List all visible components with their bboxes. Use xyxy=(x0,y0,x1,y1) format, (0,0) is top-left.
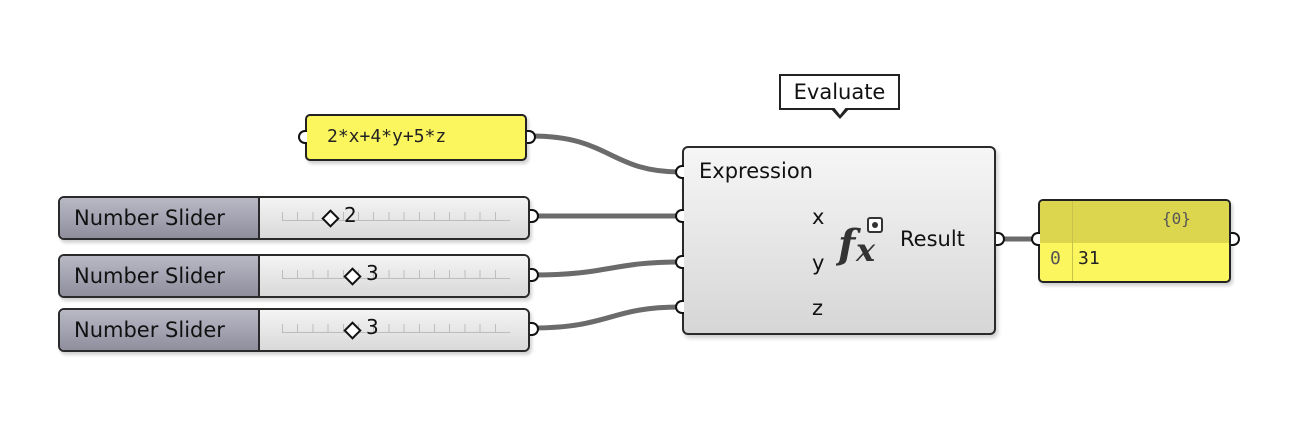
input-z-grip[interactable] xyxy=(675,300,684,314)
number-slider-1[interactable]: Number Slider 2 xyxy=(58,196,530,240)
result-path: {0} xyxy=(1162,209,1191,228)
slider-track[interactable]: 3 xyxy=(260,310,528,350)
result-panel-divider xyxy=(1072,201,1073,281)
input-y-label: y xyxy=(812,251,825,275)
slider-track[interactable]: 3 xyxy=(260,256,528,296)
result-value: 31 xyxy=(1078,248,1100,269)
number-slider-2[interactable]: Number Slider 3 xyxy=(58,254,530,298)
slider-track[interactable]: 2 xyxy=(260,198,528,238)
input-x-label: x xyxy=(812,205,825,229)
result-panel-output-grip[interactable] xyxy=(1231,232,1240,246)
tooltip: Evaluate xyxy=(779,74,900,110)
wire-expression[interactable] xyxy=(529,133,683,175)
result-panel-header xyxy=(1040,201,1229,243)
input-expression-grip[interactable] xyxy=(675,165,684,179)
fx-icon: f x xyxy=(836,217,883,268)
output-result-label: Result xyxy=(900,227,965,251)
evaluate-component[interactable]: Expression x y z f x Result xyxy=(682,146,996,335)
slider-value: 2 xyxy=(344,203,357,227)
slider-value: 3 xyxy=(366,261,379,285)
slider-label: Number Slider xyxy=(60,256,260,296)
slider-2-output-grip[interactable] xyxy=(530,268,539,282)
result-index: 0 xyxy=(1050,248,1061,269)
input-x-grip[interactable] xyxy=(675,209,684,223)
expression-panel-output-grip[interactable] xyxy=(527,130,536,144)
expression-panel-input-grip[interactable] xyxy=(298,130,307,144)
svg-text:x: x xyxy=(855,231,876,268)
number-slider-3[interactable]: Number Slider 3 xyxy=(58,308,530,352)
slider-value: 3 xyxy=(366,315,379,339)
input-z-label: z xyxy=(812,296,824,320)
slider-label: Number Slider xyxy=(60,310,260,350)
result-panel-input-grip[interactable] xyxy=(1031,232,1040,246)
result-panel[interactable]: {0} 0 31 xyxy=(1038,199,1231,283)
wire-y[interactable] xyxy=(529,259,683,278)
slider-ticks xyxy=(282,268,510,279)
tooltip-arrow-fill xyxy=(833,106,847,115)
tooltip-text: Evaluate xyxy=(793,80,886,104)
expression-text: 2*x+4*y+5*z xyxy=(327,126,447,147)
expression-panel[interactable]: 2*x+4*y+5*z xyxy=(305,114,527,161)
slider-3-output-grip[interactable] xyxy=(530,322,539,336)
slider-ticks xyxy=(282,210,510,221)
slider-1-output-grip[interactable] xyxy=(530,209,539,223)
slider-ticks xyxy=(282,322,510,333)
input-y-grip[interactable] xyxy=(675,255,684,269)
slider-label: Number Slider xyxy=(60,198,260,238)
wire-z[interactable] xyxy=(529,304,683,331)
output-result-grip[interactable] xyxy=(996,232,1005,246)
input-expression-label: Expression xyxy=(699,159,813,183)
